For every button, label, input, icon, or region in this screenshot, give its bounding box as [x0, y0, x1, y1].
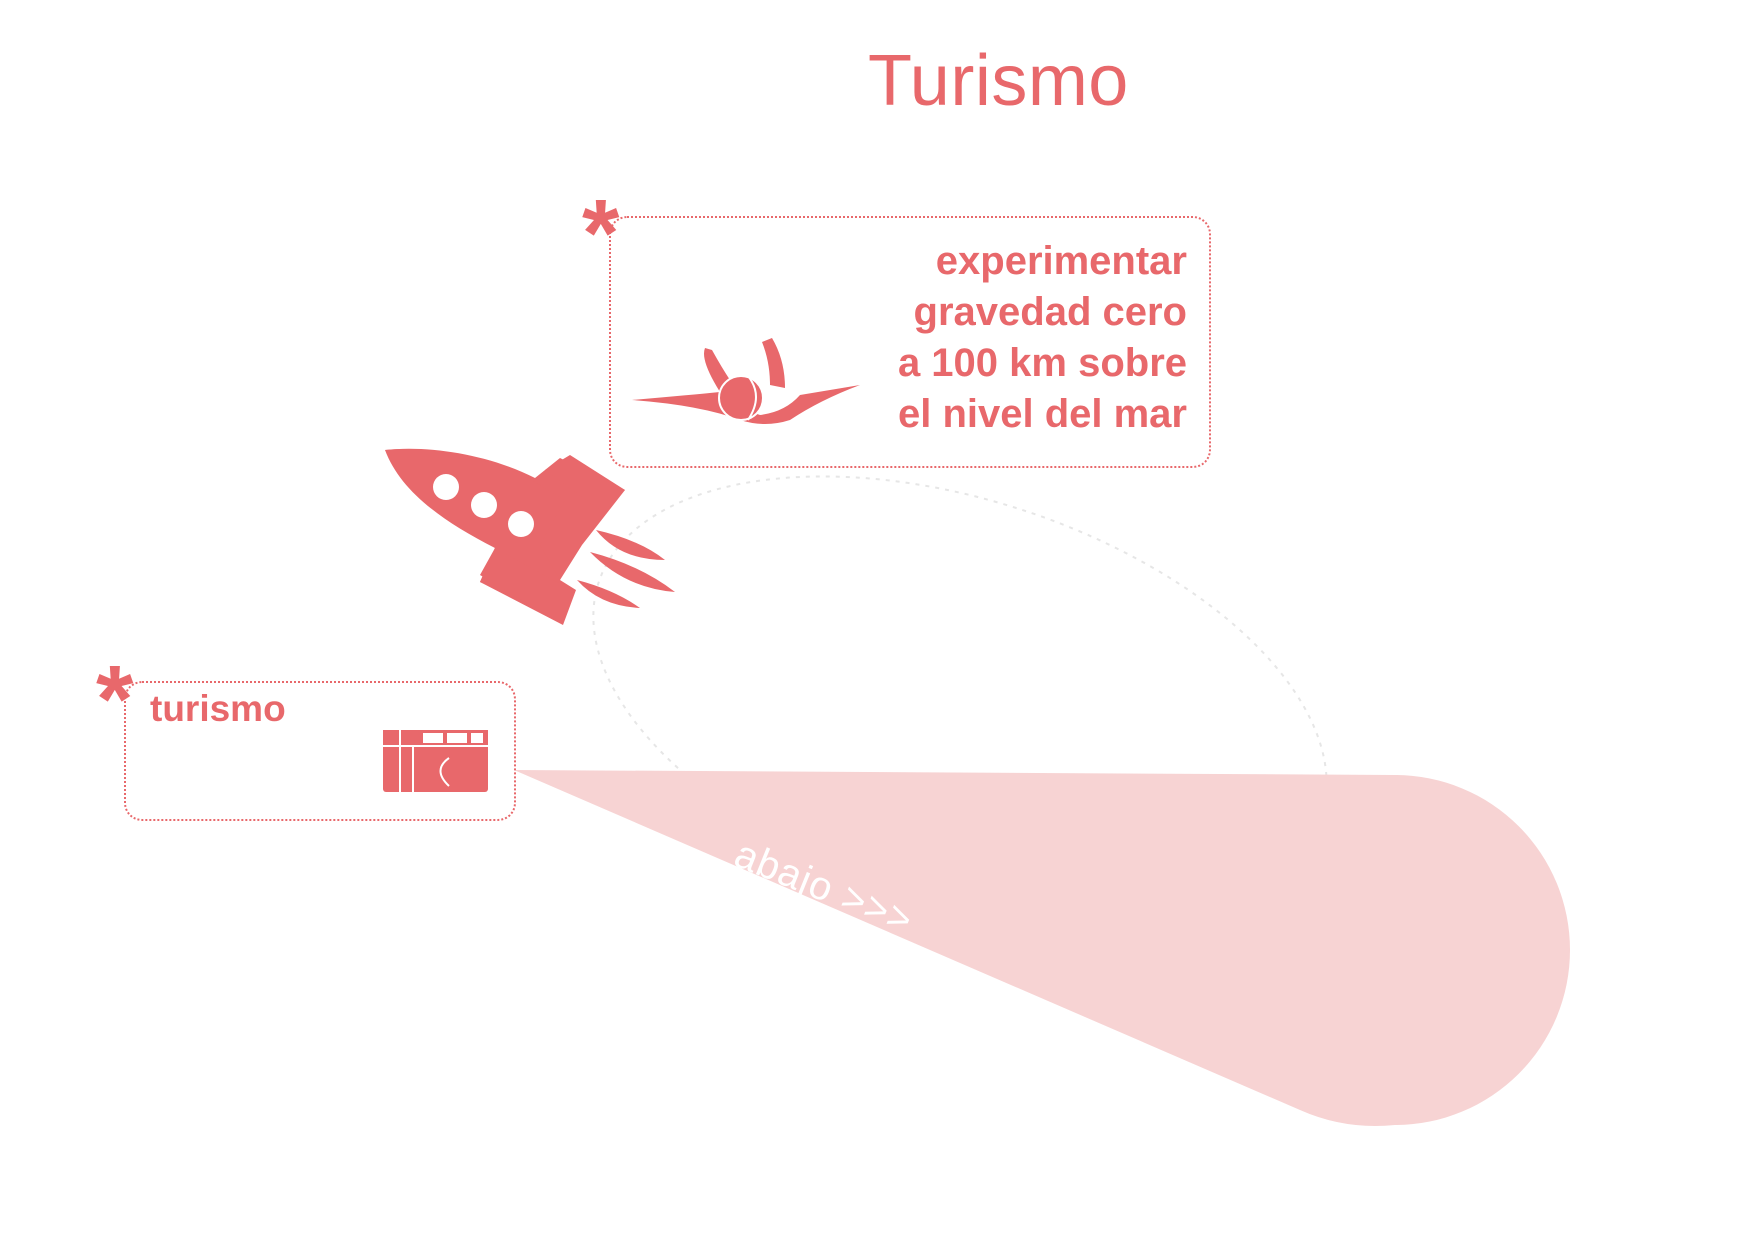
callout-line: experimentar [935, 239, 1187, 283]
tourism-callout-box [124, 681, 516, 821]
asterisk-marker: * [96, 646, 134, 753]
diagram-title: Turismo [868, 41, 1129, 121]
callout-line: a 100 km sobre [897, 341, 1187, 385]
callout-line: el nivel del mar [897, 392, 1187, 436]
tourism-label: turismo [150, 688, 286, 729]
rocket-icon [385, 448, 675, 625]
view-beam [514, 770, 1570, 1126]
asterisk-marker: * [582, 180, 620, 287]
callout-line: gravedad cero [913, 290, 1187, 334]
skydiver-icon [632, 338, 860, 424]
zero-gravity-callout-box [609, 216, 1211, 468]
zero-gravity-callout-text: experimentar gravedad cero a 100 km sobr… [827, 236, 1187, 440]
camera-icon [383, 730, 488, 792]
